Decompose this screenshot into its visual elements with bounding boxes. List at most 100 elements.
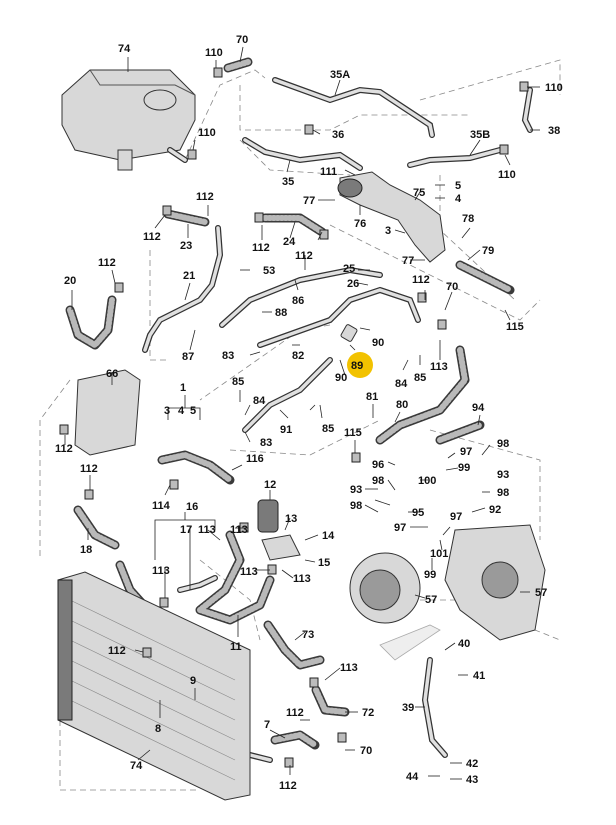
left-hoses bbox=[65, 295, 141, 550]
label-98: 98 bbox=[497, 487, 509, 499]
label-13: 13 bbox=[285, 513, 297, 525]
label-8: 8 bbox=[155, 723, 161, 735]
label-98: 98 bbox=[350, 500, 362, 512]
label-14: 14 bbox=[322, 530, 335, 542]
label-40: 40 bbox=[458, 638, 470, 650]
label-70: 70 bbox=[446, 281, 458, 293]
label-113: 113 bbox=[293, 573, 311, 585]
label-110: 110 bbox=[205, 47, 223, 59]
label-114: 114 bbox=[152, 500, 171, 512]
label-74-top: 74 bbox=[118, 43, 131, 55]
label-90: 90 bbox=[372, 337, 384, 349]
highlight-marker-89: 89 bbox=[347, 352, 373, 378]
label-76: 76 bbox=[354, 218, 366, 230]
label-113: 113 bbox=[240, 566, 258, 578]
label-111: 111 bbox=[320, 166, 337, 178]
label-99: 99 bbox=[424, 569, 436, 581]
label-110: 110 bbox=[498, 169, 516, 181]
label-110: 110 bbox=[198, 127, 216, 139]
label-116: 116 bbox=[246, 453, 264, 465]
label-74-bottom: 74 bbox=[130, 760, 143, 772]
label-113: 113 bbox=[198, 524, 216, 536]
label-17: 17 bbox=[180, 524, 192, 536]
label-44: 44 bbox=[406, 771, 419, 783]
label-87: 87 bbox=[182, 351, 194, 363]
label-25: 25 bbox=[343, 263, 355, 275]
label-4: 4 bbox=[178, 405, 185, 417]
label-38: 38 bbox=[548, 125, 560, 137]
label-43: 43 bbox=[466, 774, 478, 786]
label-83: 83 bbox=[260, 437, 272, 449]
right-lower-pipe bbox=[379, 624, 448, 758]
label-91: 91 bbox=[280, 424, 292, 436]
label-70: 70 bbox=[360, 745, 372, 757]
label-93: 93 bbox=[350, 484, 362, 496]
label-110: 110 bbox=[545, 82, 563, 94]
label-113: 113 bbox=[230, 524, 248, 536]
label-113: 113 bbox=[152, 565, 170, 577]
label-112: 112 bbox=[295, 250, 313, 262]
label-73: 73 bbox=[302, 629, 314, 641]
label-112: 112 bbox=[412, 274, 430, 286]
label-112: 112 bbox=[108, 645, 126, 657]
label-112: 112 bbox=[252, 242, 270, 254]
pumps bbox=[257, 499, 546, 641]
label-5: 5 bbox=[190, 405, 196, 417]
label-77: 77 bbox=[303, 195, 315, 207]
label-79: 79 bbox=[482, 245, 494, 257]
part-89-connector bbox=[340, 324, 358, 342]
label-4: 4 bbox=[455, 193, 462, 205]
label-99: 99 bbox=[458, 462, 470, 474]
label-92: 92 bbox=[489, 504, 501, 516]
label-84: 84 bbox=[253, 395, 266, 407]
label-39: 39 bbox=[402, 702, 414, 714]
label-96: 96 bbox=[372, 459, 384, 471]
leader-lines bbox=[64, 46, 540, 780]
part-labels: 74 110 70 35A 110 110 36 38 35B 35 111 1… bbox=[55, 34, 563, 792]
label-35A: 35A bbox=[330, 69, 350, 81]
label-41: 41 bbox=[473, 670, 485, 682]
label-98: 98 bbox=[497, 438, 509, 450]
coolant-flange bbox=[337, 171, 446, 263]
label-12: 12 bbox=[264, 479, 276, 491]
label-112: 112 bbox=[80, 463, 98, 475]
label-35B: 35B bbox=[470, 129, 490, 141]
label-93: 93 bbox=[497, 469, 509, 481]
label-36: 36 bbox=[332, 129, 344, 141]
label-20: 20 bbox=[64, 275, 76, 287]
label-15: 15 bbox=[318, 557, 330, 569]
label-21: 21 bbox=[183, 270, 195, 282]
label-112: 112 bbox=[98, 257, 116, 269]
label-112: 112 bbox=[143, 231, 161, 243]
label-83: 83 bbox=[222, 350, 234, 362]
label-82: 82 bbox=[292, 350, 304, 362]
label-101: 101 bbox=[430, 548, 448, 560]
label-24: 24 bbox=[283, 236, 296, 248]
label-112: 112 bbox=[279, 780, 297, 792]
highlight-circle bbox=[347, 352, 373, 378]
label-112: 112 bbox=[286, 707, 304, 719]
label-85: 85 bbox=[414, 372, 426, 384]
label-11: 11 bbox=[230, 641, 242, 653]
label-97: 97 bbox=[394, 522, 406, 534]
label-78: 78 bbox=[462, 213, 474, 225]
label-81: 81 bbox=[366, 391, 378, 403]
label-90: 90 bbox=[335, 372, 347, 384]
label-97: 97 bbox=[450, 511, 462, 523]
label-16: 16 bbox=[186, 501, 198, 513]
label-70: 70 bbox=[236, 34, 248, 46]
label-26: 26 bbox=[347, 278, 359, 290]
clamps bbox=[59, 67, 529, 768]
label-113: 113 bbox=[430, 361, 448, 373]
label-89: 89 bbox=[351, 360, 363, 372]
label-95: 95 bbox=[412, 507, 424, 519]
label-85: 85 bbox=[322, 423, 334, 435]
middle-pipes bbox=[219, 266, 485, 445]
label-75: 75 bbox=[413, 187, 425, 199]
expansion-tank bbox=[61, 69, 196, 171]
label-1: 1 bbox=[180, 382, 186, 394]
label-80: 80 bbox=[396, 399, 408, 411]
label-84: 84 bbox=[395, 378, 408, 390]
